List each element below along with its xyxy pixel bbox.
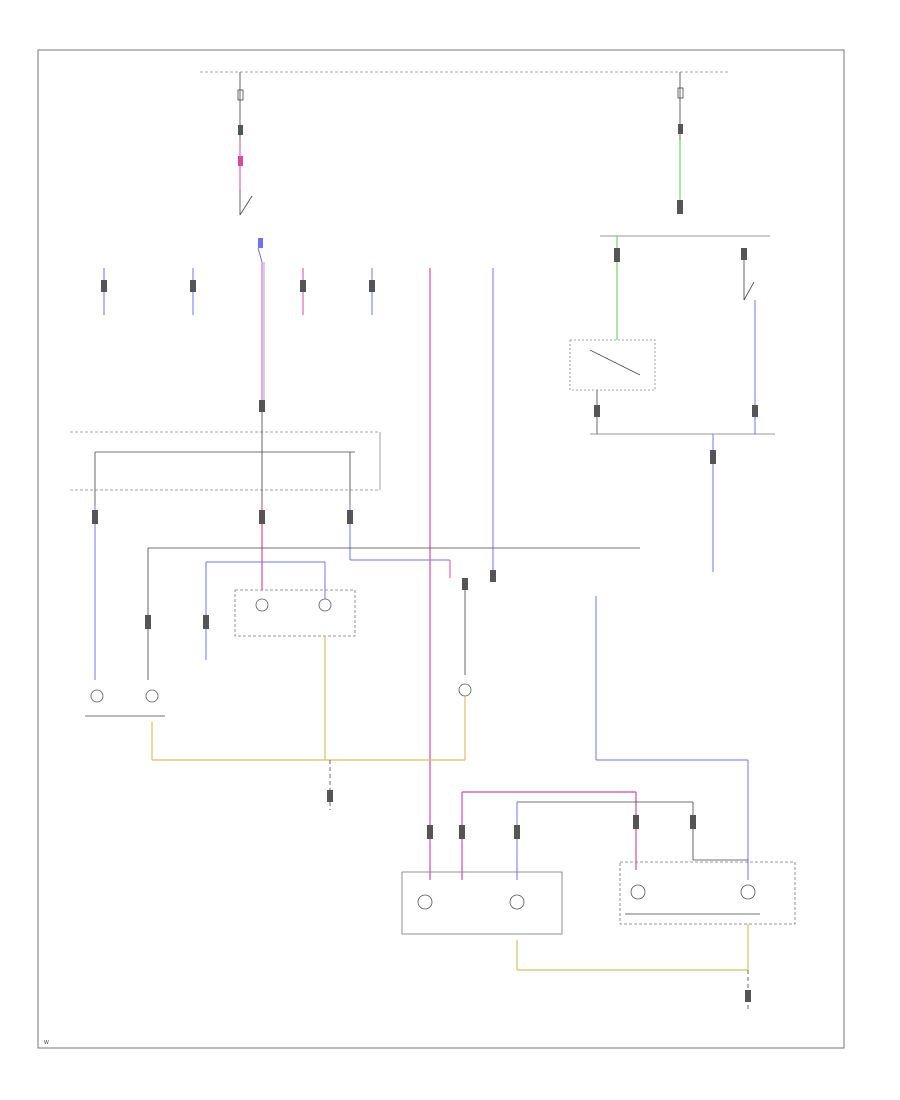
connector-rear-4 (633, 815, 639, 829)
connector-rear-3 (514, 825, 520, 839)
connector-right-1 (347, 510, 353, 524)
connector-left-1 (92, 510, 98, 524)
stub-4 (369, 268, 375, 315)
rear-lamp-assembly-right (619, 861, 796, 925)
combination-switch (239, 190, 263, 263)
connector-mid-1 (259, 510, 265, 524)
connector-rear-5 (690, 815, 696, 829)
connector-mid-left (259, 400, 265, 412)
right-module-inner (569, 339, 656, 391)
bulb-center-right (318, 598, 332, 612)
rear-lamp-assembly-left (401, 871, 563, 935)
connector-right-mid (710, 450, 716, 464)
bulb-left-2 (145, 689, 159, 703)
bulb-rear-2 (509, 894, 525, 910)
lamp-assembly-center (234, 589, 356, 637)
stub-3 (300, 268, 306, 315)
bulb-rear-1 (417, 894, 433, 910)
connector-module-bl (594, 405, 600, 417)
bulb-center-left (255, 598, 269, 612)
connector-center-lamp (462, 578, 468, 590)
connector-rear-1 (427, 825, 433, 839)
connector-rear-2 (459, 825, 465, 839)
connector-module-left (614, 248, 620, 262)
bulb-center-lamp (458, 683, 472, 697)
page-label: W (44, 1040, 49, 1046)
connector-right-top (677, 200, 683, 214)
ground-connector-left (327, 790, 333, 802)
bulb-rear-3 (630, 884, 646, 900)
bulb-rear-4 (740, 884, 756, 900)
right-switch (741, 248, 758, 434)
stub-2 (190, 268, 196, 315)
connector-left-2 (145, 615, 151, 629)
bulb-left-1 (90, 689, 104, 703)
connector-blue-main (490, 570, 496, 582)
connector-left-3 (203, 615, 209, 629)
stub-1 (101, 268, 107, 315)
fuse-right (677, 72, 684, 140)
diagram-border (37, 49, 845, 1049)
module-internal-1 (589, 349, 641, 376)
ground-connector-right (745, 990, 751, 1002)
